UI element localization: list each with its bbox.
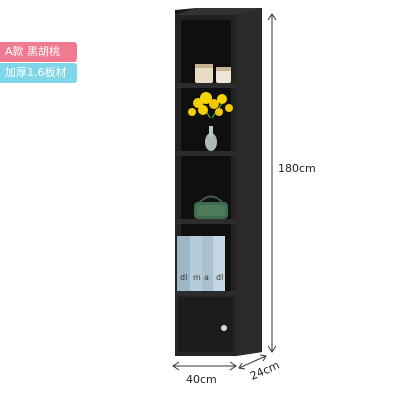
green-bag: [194, 195, 228, 219]
jar-left: [195, 64, 213, 83]
width-dimension-line: [172, 361, 237, 371]
shelf-board-1: [176, 83, 236, 88]
svg-text:dl: dl: [180, 273, 187, 282]
shelf-board-3: [176, 219, 236, 224]
shelf-board-2: [176, 151, 236, 156]
cabinet-door: [176, 295, 235, 354]
width-label: 40cm: [186, 373, 217, 386]
model-badge: A款 黑胡桃: [0, 42, 77, 62]
depth-dimension-line: [238, 354, 267, 370]
shelf-board-4: [176, 291, 236, 295]
svg-text:a: a: [204, 273, 209, 282]
height-label: 180cm: [278, 162, 316, 175]
height-dimension-line: [267, 13, 277, 353]
binders: dl m a dl: [177, 236, 225, 291]
vase-with-flowers: [188, 92, 233, 151]
svg-text:m: m: [193, 273, 201, 282]
door-knob: [221, 325, 227, 331]
thickness-badge: 加厚1.6板材: [0, 63, 77, 83]
svg-text:dl: dl: [216, 273, 223, 282]
cabinet-side-panel: [236, 8, 262, 356]
cabinet-top-edge: [175, 8, 262, 15]
